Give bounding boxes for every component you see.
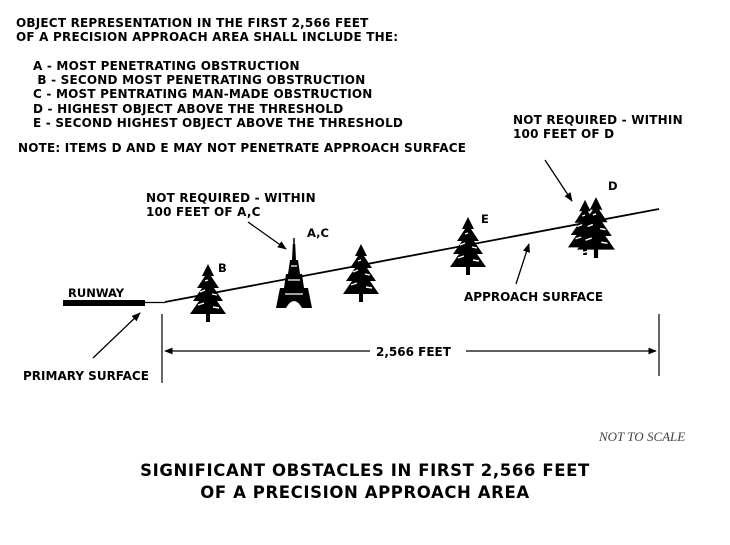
approach-surface-arrow [515, 243, 530, 285]
callout-ac: NOT REQUIRED - WITHIN 100 FEET OF A,C [146, 191, 316, 219]
approach-surface-line [164, 208, 660, 303]
item-d: D - HIGHEST OBJECT ABOVE THE THRESHOLD [33, 101, 344, 116]
item-list: A - MOST PENETRATING OBSTRUCTION B - SEC… [33, 59, 403, 130]
approach-surface-label: APPROACH SURFACE [464, 290, 603, 304]
callout-ac-arrow [247, 221, 287, 250]
figure-title: SIGNIFICANT OBSTACLES IN FIRST 2,566 FEE… [0, 460, 730, 504]
intro-line-2: OF A PRECISION APPROACH AREA SHALL INCLU… [16, 30, 399, 44]
label-b: B [218, 261, 227, 275]
callout-d-line-2: 100 FEET OF D [513, 127, 615, 141]
label-a-c: A,C [307, 226, 329, 240]
label-d: D [608, 179, 618, 193]
intro-line-1: OBJECT REPRESENTATION IN THE FIRST 2,566… [16, 16, 369, 30]
callout-ac-line-2: 100 FEET OF A,C [146, 205, 261, 219]
callout-d-arrow [544, 159, 573, 202]
item-a: A - MOST PENETRATING OBSTRUCTION [33, 59, 300, 73]
note-text: NOTE: ITEMS D AND E MAY NOT PENETRATE AP… [18, 141, 467, 155]
item-c: C - MOST PENTRATING MAN-MADE OBSTRUCTION [33, 87, 373, 102]
callout-ac-line-1: NOT REQUIRED - WITHIN [146, 191, 316, 205]
distance-label: 2,566 FEET [376, 345, 452, 359]
tree-icon [342, 243, 380, 303]
intro-text: OBJECT REPRESENTATION IN THE FIRST 2,566… [16, 16, 398, 44]
item-e: E - SECOND HIGHEST OBJECT ABOVE THE THRE… [33, 115, 404, 130]
not-to-scale-note: NOT TO SCALE [599, 429, 686, 444]
runway-bar [63, 300, 145, 306]
title-line-1: SIGNIFICANT OBSTACLES IN FIRST 2,566 FEE… [140, 461, 590, 480]
primary-surface-arrow [92, 312, 141, 359]
callout-d-line-1: NOT REQUIRED - WITHIN [513, 113, 683, 127]
callout-d: NOT REQUIRED - WITHIN 100 FEET OF D [513, 113, 683, 141]
title-line-2: OF A PRECISION APPROACH AREA [200, 483, 530, 502]
label-e: E [481, 212, 489, 226]
tower-ac-icon [276, 238, 312, 308]
primary-surface-label: PRIMARY SURFACE [23, 369, 149, 383]
item-b: B - SECOND MOST PENETRATING OBSTRUCTION [33, 73, 366, 88]
runway-label: RUNWAY [68, 286, 125, 300]
